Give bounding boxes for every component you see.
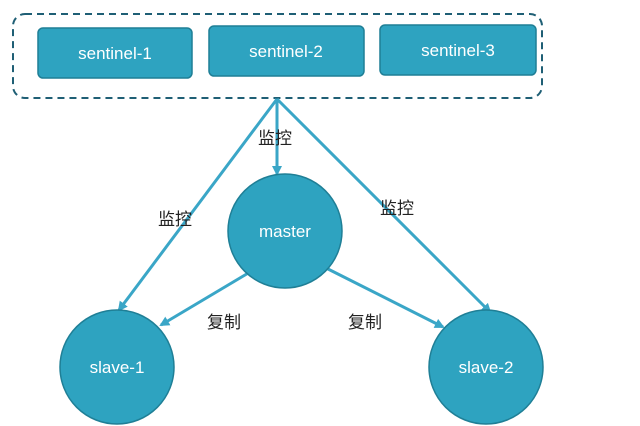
master-node: master	[227, 173, 343, 289]
master-label: master	[259, 222, 311, 241]
replicate-slave2-arrow	[325, 266, 445, 329]
sentinel-3-node: sentinel-3	[379, 24, 537, 76]
replicate-slave1-label: 复制	[207, 313, 241, 333]
sentinel-2-node: sentinel-2	[208, 25, 365, 77]
slave-1-node: slave-1	[59, 309, 175, 425]
monitor-slave1-arrow	[117, 98, 279, 312]
monitor-slave2-arrow	[275, 97, 492, 314]
monitor-slave2-label: 监控	[380, 199, 414, 219]
slave-2-label: slave-2	[459, 358, 514, 377]
slave-2-node: slave-2	[428, 309, 544, 425]
sentinel-3-label: sentinel-3	[421, 41, 495, 60]
slave-1-label: slave-1	[90, 358, 145, 377]
replicate-slave2-label: 复制	[348, 313, 382, 333]
sentinel-2-label: sentinel-2	[249, 42, 323, 61]
monitor-slave1-label: 监控	[158, 210, 192, 230]
monitor-master-label: 监控	[258, 129, 292, 149]
sentinel-1-node: sentinel-1	[37, 27, 193, 79]
sentinel-1-label: sentinel-1	[78, 44, 152, 63]
sentinel-group	[12, 13, 543, 99]
replicate-slave1-arrow	[159, 270, 251, 327]
